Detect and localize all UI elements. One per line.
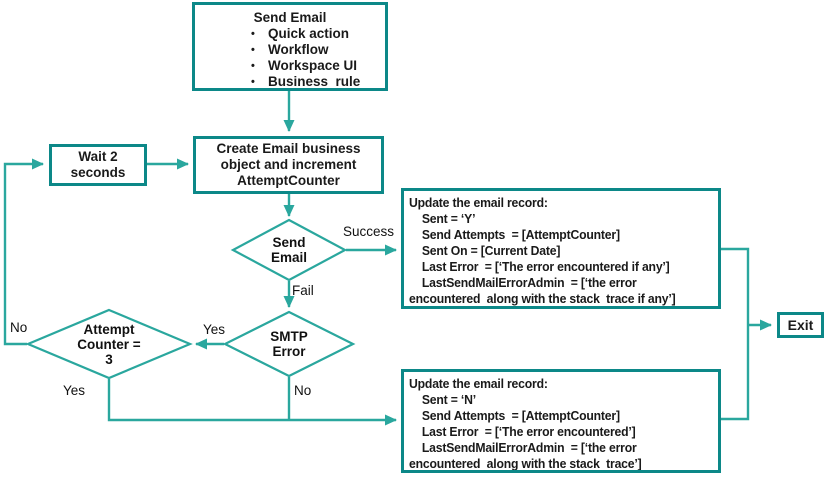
update-line: Send Attempts = [AttemptCounter] [409,227,620,242]
attempt-yes-edge-label: Yes [63,383,86,398]
update-line: encountered along with the stack trace’] [409,456,642,471]
bullet-label: Quick action [268,26,350,41]
start-node-bullets: • Quick action • Workflow • Workspace UI • B… [195,26,385,90]
send-email-decision-label: Send Email [270,235,308,265]
edge-update-success-to-exit [721,247,750,325]
start-node: Send Email • Quick action • Workflow • Work… [192,2,388,91]
attempt-counter-diamond [25,308,193,380]
bullet-label: Workflow [268,42,329,57]
bullet-item: • Workspace UI [251,58,385,74]
update-line: Update the email record: [409,376,548,391]
update-line: LastSendMailErrorAdmin = [‘the error [409,275,637,290]
attempt-counter-decision-label: Attempt Counter = 3 [77,322,141,367]
smtp-no-edge-label: No [294,383,312,398]
bullet-dot: • [251,60,255,72]
bullet-label: Business rule [268,74,361,89]
bullet-label: Workspace UI [268,58,358,73]
bullet-dot: • [251,76,255,88]
attempt-no-edge-label: No [10,320,28,335]
update-line: Send Attempts = [AttemptCounter] [409,408,620,423]
send-email-diamond [230,218,348,282]
bullet-item: • Quick action [251,26,385,42]
update-line: LastSendMailErrorAdmin = [‘the error [409,440,637,455]
create-email-node: Create Email business object and increme… [193,136,384,194]
fail-edge-label: Fail [292,283,314,298]
update-failure-lines: Update the email record: Sent = ‘N’ Send… [409,376,695,471]
success-edge-label: Success [343,224,395,239]
exit-node: Exit [777,312,824,338]
edge-update-failure-to-exit [721,325,750,421]
wait-node: Wait 2 seconds [49,144,147,186]
update-success-node: Update the email record: Sent = ‘Y’ Send… [401,188,721,309]
update-line: encountered along with the stack trace i… [409,291,676,306]
bullet-item: • Workflow [251,42,385,58]
update-success-lines: Update the email record: Sent = ‘Y’ Send… [409,195,695,306]
smtp-error-diamond [222,310,356,378]
update-line: Update the email record: [409,195,548,210]
update-line: Sent On = [Current Date] [409,243,561,258]
bullet-dot: • [251,44,255,56]
smtp-error-decision-label: SMTP Error [270,329,308,359]
update-line: Last Error = [‘The error encountered if … [409,259,670,274]
edge-attempt-no-loop [3,158,44,346]
update-failure-node: Update the email record: Sent = ‘N’ Send… [401,369,721,473]
bullet-dot: • [251,28,255,40]
update-line: Sent = ‘N’ [409,392,476,407]
smtp-yes-edge-label: Yes [203,322,226,337]
edge-attempt-yes [107,379,397,426]
start-node-title: Send Email [253,10,327,25]
update-line: Last Error = [‘The error encountered’] [409,424,636,439]
update-line: Sent = ‘Y’ [409,211,476,226]
bullet-item: • Business rule [251,74,385,90]
